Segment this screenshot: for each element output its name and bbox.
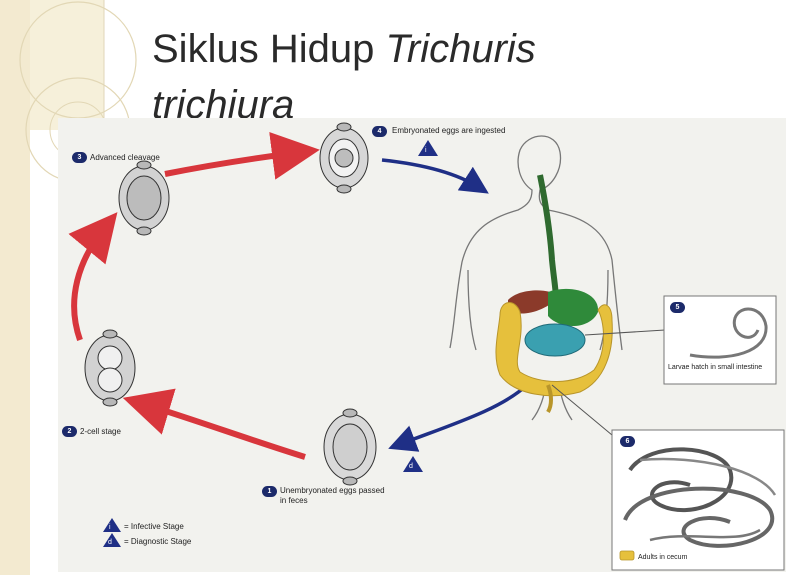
legend-triangle-infective: [103, 518, 121, 532]
esophagus: [540, 175, 556, 300]
stage-6-label: Adults in cecum: [638, 553, 687, 563]
legend-infective-letter: i: [109, 523, 111, 533]
stage-4-badge: 4: [372, 126, 387, 137]
stage-1-badge: 1: [262, 486, 277, 497]
stage-3-label: Advanced cleavage: [90, 153, 160, 163]
stage-4-label: Embryonated eggs are ingested: [392, 126, 505, 136]
stage-2-label: 2-cell stage: [80, 427, 121, 437]
egg-stage2: [85, 330, 135, 406]
infective-marker-triangle: [418, 140, 438, 156]
egg-stage1: [324, 409, 376, 485]
stage-3-badge: 3: [72, 152, 87, 163]
arrow-stage2-to-3: [74, 226, 106, 340]
egg-stage4: [320, 123, 368, 193]
legend-diagnostic-letter: d: [108, 538, 112, 548]
stage-5-label: Larvae hatch in small intestine: [668, 363, 774, 373]
diagnostic-marker-letter: d: [409, 462, 413, 472]
stage-2-badge: 2: [62, 426, 77, 437]
arrow-stage1-to-2: [140, 403, 305, 457]
stage-6-badge: 6: [620, 436, 635, 447]
stage-1-label: Unembryonated eggs passed in feces: [280, 486, 385, 506]
egg-stage3: [119, 161, 169, 235]
arrow-ingestion: [382, 160, 480, 188]
callout-line-adults: [552, 385, 618, 440]
legend-diagnostic-label: = Diagnostic Stage: [124, 537, 191, 547]
inset-adults: [612, 430, 784, 570]
stage-5-badge: 5: [670, 302, 685, 313]
legend-infective-label: = Infective Stage: [124, 522, 184, 532]
arrow-stage3-to-4: [165, 152, 302, 174]
diagnostic-marker-triangle: [403, 456, 423, 472]
infective-marker-letter: i: [425, 146, 427, 156]
legend-triangle-diagnostic: [103, 533, 121, 547]
arrow-feces: [398, 385, 527, 445]
callout-line-larvae: [585, 330, 665, 335]
